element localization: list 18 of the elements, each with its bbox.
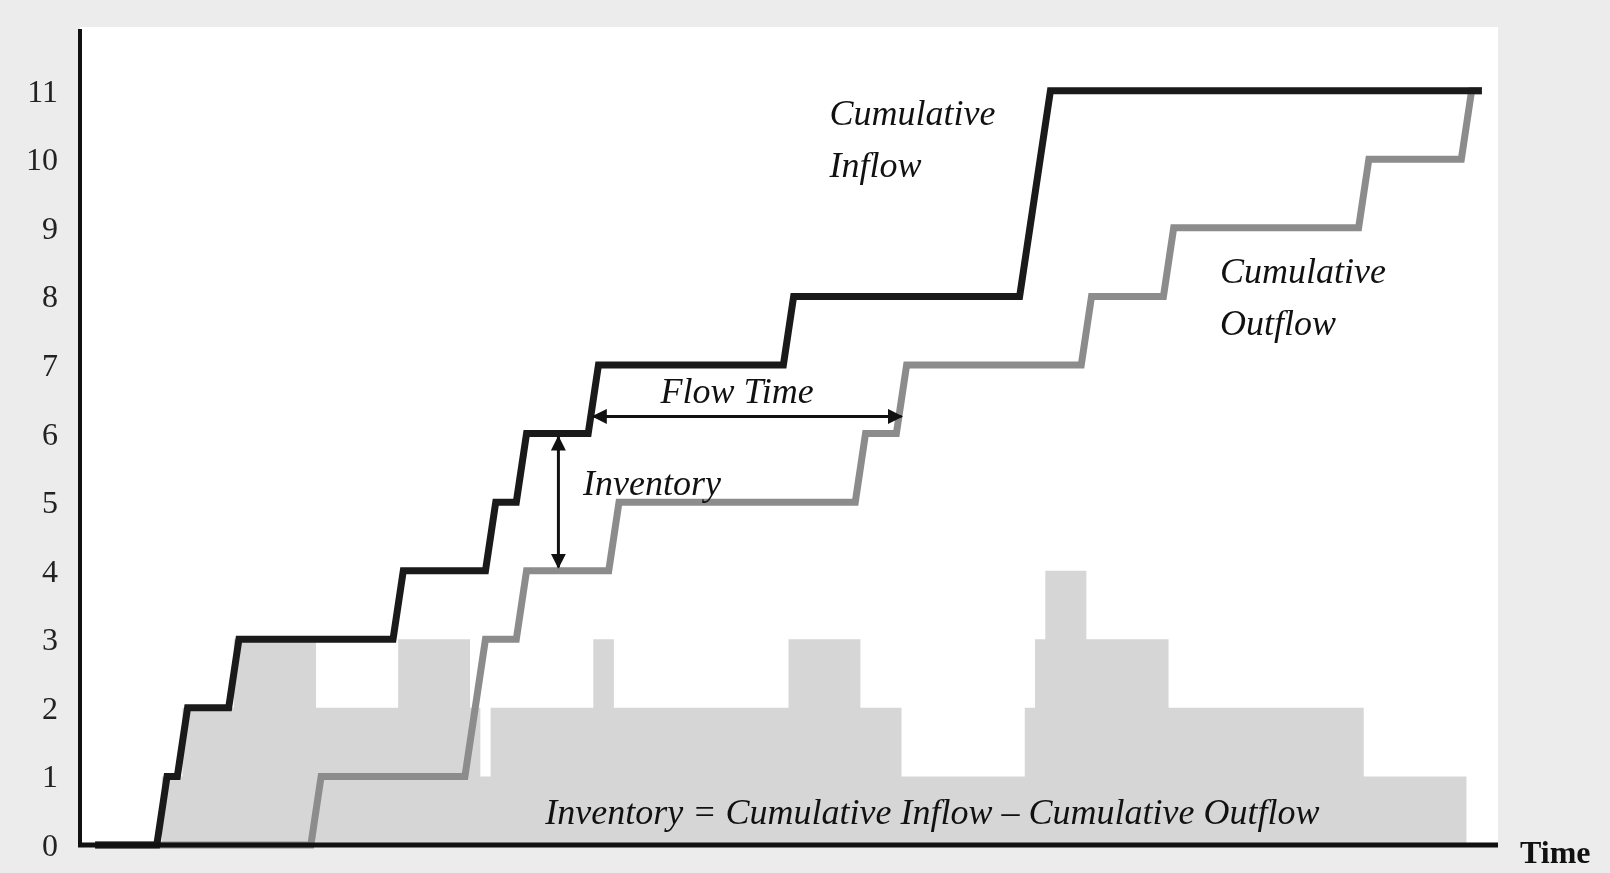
series-label: Cumulative Outflow [1219,250,1386,343]
tick-label: 0 [42,827,58,863]
annotation-text: Inventory = Cumulative Inflow – Cumulative Outflow [545,792,1320,833]
tick-label: 8 [42,278,58,315]
tick-label: 2 [42,689,58,726]
tick-label: 10 [26,141,58,178]
annotation-text: Flow Time [660,370,814,411]
tick-label: 4 [42,552,58,589]
tick-label: 5 [42,484,58,521]
tick-label: 1 [42,758,58,795]
axis-title: Time [1520,834,1591,870]
tick-label: 11 [27,72,58,109]
tick-label: 6 [42,415,58,452]
tick-label: 3 [42,621,58,658]
annotation-text: Inventory [583,463,721,504]
tick-label: 7 [42,347,58,383]
series-label: Cumulative Inflow [829,93,996,185]
tick-label: 9 [42,209,58,246]
